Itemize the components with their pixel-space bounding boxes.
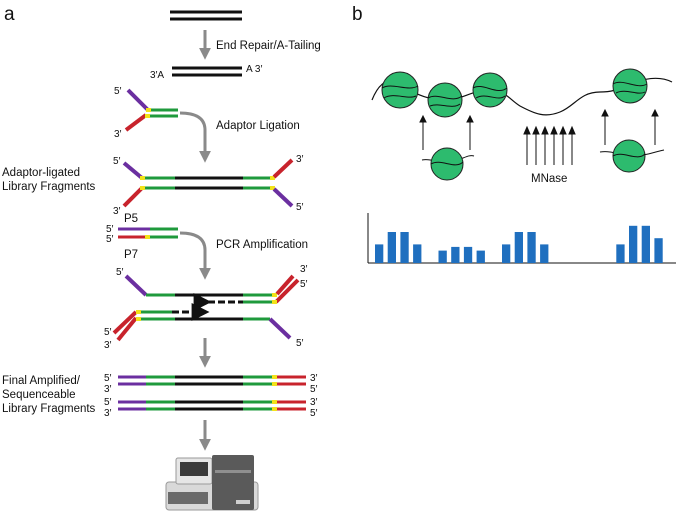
y-adapter bbox=[124, 88, 178, 132]
nucleosome-1 bbox=[381, 71, 419, 109]
raw-dna-fragment bbox=[170, 10, 242, 21]
final1-three-prime: 3′ bbox=[104, 384, 112, 395]
final-fragment-1 bbox=[118, 375, 306, 386]
sequencer-icon bbox=[165, 455, 259, 511]
release-arrows bbox=[419, 108, 659, 150]
pcr2-five-prime: 5′ bbox=[104, 327, 112, 338]
step-label-pcr: PCR Amplification bbox=[216, 239, 308, 251]
step-arrow-ligation bbox=[179, 111, 211, 163]
primer-p5-label: P5 bbox=[124, 213, 138, 225]
p5-five-prime: 5′ bbox=[106, 224, 114, 235]
cleaved-nucleosome-right bbox=[599, 139, 665, 173]
histogram-bar bbox=[514, 232, 523, 263]
a-tailed-dna bbox=[172, 66, 242, 77]
histogram-bar bbox=[387, 232, 396, 263]
a-three-prime-label: A 3′ bbox=[246, 64, 262, 75]
three-prime-a-label: 3′A bbox=[150, 70, 164, 81]
step-arrow-pcr bbox=[179, 231, 211, 280]
panel-b-letter: b bbox=[352, 4, 363, 25]
ligated-fragment bbox=[122, 158, 294, 208]
nucleosome-4 bbox=[612, 68, 648, 104]
mnase-label: MNase bbox=[531, 173, 567, 185]
primer-p7-label: P7 bbox=[124, 249, 138, 261]
coverage-histogram bbox=[367, 213, 676, 264]
step-label-ligation: Adaptor Ligation bbox=[216, 120, 300, 132]
pcr1-five-prime-r: 5′ bbox=[300, 279, 308, 290]
histogram-bar bbox=[540, 244, 549, 263]
histogram-bar bbox=[463, 246, 473, 263]
mnase-arrows bbox=[523, 125, 576, 165]
step-label-end-repair: End Repair/A-Tailing bbox=[216, 40, 321, 52]
histogram-bar bbox=[438, 250, 447, 263]
pcr1-five-prime: 5′ bbox=[116, 267, 124, 278]
histogram-bar bbox=[451, 246, 460, 263]
pcr-strand-top bbox=[124, 274, 300, 311]
side-label-final-2: Sequenceable bbox=[2, 389, 76, 401]
nucleosome-2 bbox=[427, 82, 463, 118]
pcr1-three-prime: 3′ bbox=[300, 264, 308, 275]
histogram-bar bbox=[413, 244, 422, 263]
side-label-final-3: Library Fragments bbox=[2, 403, 96, 415]
final1-five-prime: 5′ bbox=[104, 373, 112, 384]
histogram-bar bbox=[641, 225, 650, 263]
final2-five-prime-r: 5′ bbox=[310, 408, 318, 419]
final1-three-prime-r: 3′ bbox=[310, 373, 318, 384]
final2-three-prime-r: 3′ bbox=[310, 397, 318, 408]
primer-p7 bbox=[118, 235, 178, 239]
side-label-final-1: Final Amplified/ bbox=[2, 375, 81, 387]
histogram-bar bbox=[654, 238, 663, 263]
ligated-right-five-prime: 5′ bbox=[296, 202, 304, 213]
histogram-bar bbox=[629, 225, 638, 263]
nucleosome-3 bbox=[472, 72, 508, 108]
side-label-ligated-2: Library Fragments bbox=[2, 181, 96, 193]
final-fragment-2 bbox=[118, 400, 306, 411]
cleaved-nucleosome-left bbox=[421, 147, 475, 181]
adapter-three-prime: 3′ bbox=[114, 129, 122, 140]
pcr2-three-prime: 3′ bbox=[104, 340, 112, 351]
ligated-right-three-prime: 3′ bbox=[296, 154, 304, 165]
histogram-bar bbox=[616, 244, 625, 263]
final2-three-prime: 3′ bbox=[104, 408, 112, 419]
histogram-bar bbox=[502, 244, 511, 263]
p7-five-prime: 5′ bbox=[106, 234, 114, 245]
panel-a-letter: a bbox=[4, 4, 15, 25]
pcr-strand-bottom bbox=[112, 303, 292, 342]
ligated-left-five-prime: 5′ bbox=[113, 156, 121, 167]
final1-five-prime-r: 5′ bbox=[310, 384, 318, 395]
side-label-ligated-1: Adaptor-ligated bbox=[2, 167, 80, 179]
final2-five-prime: 5′ bbox=[104, 397, 112, 408]
adapter-five-prime: 5′ bbox=[114, 86, 122, 97]
histogram-bar bbox=[527, 232, 536, 263]
ligated-left-three-prime: 3′ bbox=[113, 206, 121, 217]
pcr2-five-prime-r: 5′ bbox=[296, 338, 304, 349]
histogram-bar bbox=[400, 232, 409, 263]
histogram-bar bbox=[375, 244, 384, 263]
histogram-bar bbox=[476, 250, 485, 263]
